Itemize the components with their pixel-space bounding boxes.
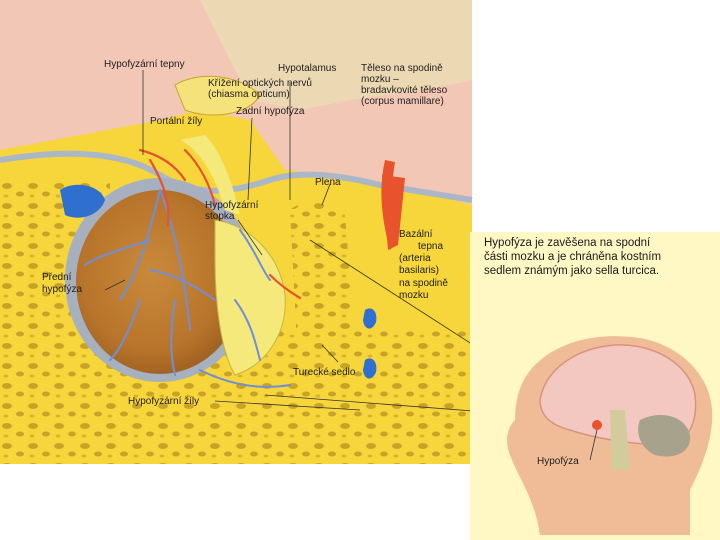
caption-line-2: části mozku a je chráněna kostním (484, 251, 662, 263)
label-inset-hypofyza: Hypofýza (537, 456, 579, 467)
label-zadni-hypofyza: Zadní hypofýza (236, 106, 305, 117)
sinus-right-1 (363, 308, 377, 329)
label-turecke-sedlo: Turecké sedlo (293, 367, 356, 378)
inset-leader (589, 429, 598, 461)
inset-cerebellum (638, 415, 691, 457)
posterior-pituitary (214, 219, 286, 376)
sinus-left (60, 184, 105, 218)
label-bazalni-6: mozku (399, 290, 429, 301)
label-krizeni-1: Křížení optických nervů (208, 78, 312, 89)
label-stopka-2: stopka (205, 211, 235, 222)
basilar-artery-stem (382, 175, 405, 250)
label-krizeni-2: (chiasma opticum) (208, 89, 290, 100)
vein-network (84, 189, 291, 388)
sinus-right-2 (363, 358, 377, 379)
optic-chiasm (174, 75, 261, 116)
caption: Hypofýza je zavěšena na spodní části moz… (484, 236, 710, 278)
label-bazalni-4: basilaris) (399, 265, 440, 276)
label-teleso-1: Těleso na spodině (361, 63, 443, 74)
inset-brainstem (610, 410, 630, 470)
anterior-pituitary (76, 190, 244, 374)
label-hypotalamus: Hypotalamus (278, 63, 337, 74)
label-hypofyzarni-zily: Hypofyzární žíly (128, 396, 200, 407)
label-teleso-2: mozku – (361, 74, 399, 85)
label-bazalni-2: tepna (418, 241, 444, 252)
label-bazalni-5: na spodině (399, 278, 448, 289)
label-teleso-4: (corpus mamillare) (361, 96, 444, 107)
sella-bone-right (290, 203, 360, 400)
hypothalamus-region (200, 0, 472, 110)
inset-pituitary (592, 420, 602, 430)
label-bazalni-1: Bazální (399, 229, 433, 240)
inset-head (507, 336, 713, 535)
caption-line-3: sedlem známým jako sella turcica. (484, 265, 660, 277)
label-stopka-1: Hypofyzární (205, 200, 259, 211)
dura-layer (0, 150, 473, 203)
label-teleso-3: bradavkovité těleso (361, 85, 448, 96)
label-predni-2: hypofýza (42, 284, 83, 295)
label-hypofyzarni-tepny: Hypofyzární tepny (104, 59, 185, 70)
label-portalni-zily: Portální žíly (150, 116, 203, 127)
label-plena: Plena (315, 177, 341, 188)
label-predni-1: Přední (42, 272, 72, 283)
label-bazalni-3: (arteria (399, 253, 431, 264)
caption-line-1: Hypofýza je zavěšena na spodní (484, 237, 651, 249)
pituitary-stalk (180, 135, 240, 215)
artery-network (138, 148, 302, 300)
